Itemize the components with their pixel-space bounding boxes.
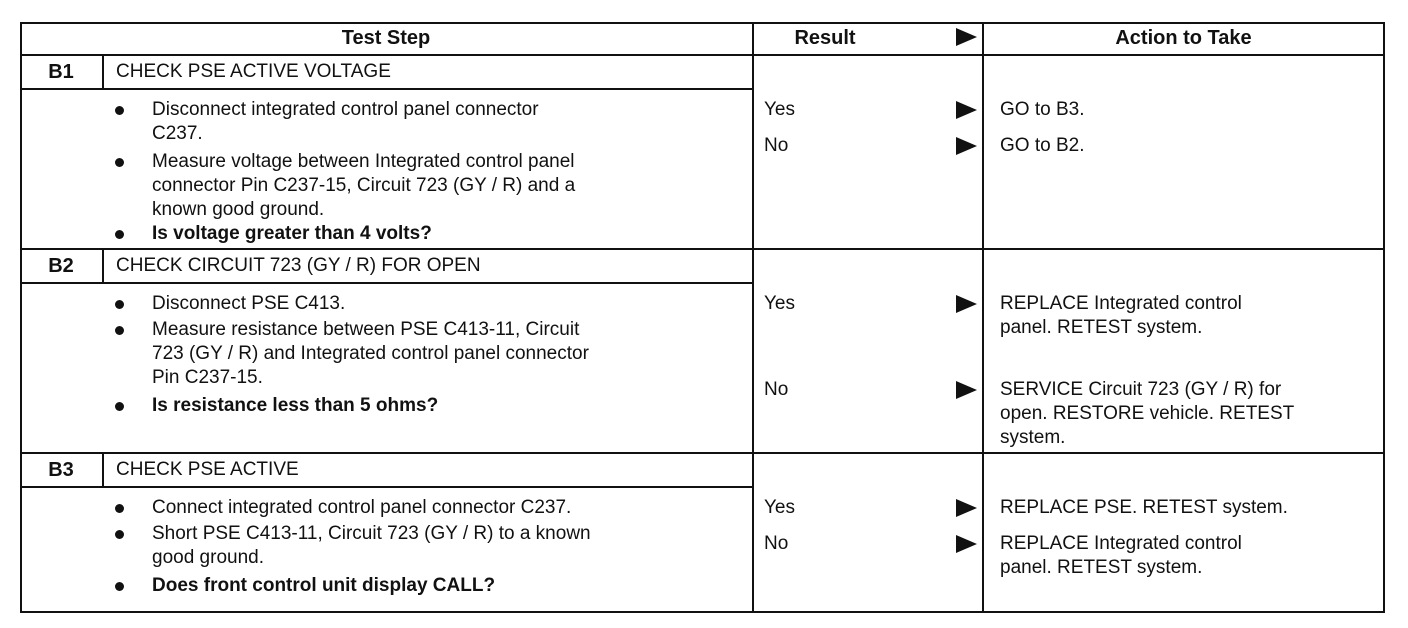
result-yes-b1: Yes — [764, 99, 795, 120]
bullet-dot-icon — [115, 402, 124, 411]
bullet-text-line: connector Pin C237-15, Circuit 723 (GY /… — [152, 175, 576, 196]
title-row-divider-b2 — [20, 282, 753, 284]
bullet-text-line: C237. — [152, 123, 203, 144]
bullet-dot-icon — [115, 582, 124, 591]
step-id-b2: B2 — [48, 255, 74, 277]
action-text-line: REPLACE PSE. RETEST system. — [1000, 497, 1288, 518]
bullet-dot-icon — [115, 230, 124, 239]
bullet-text-line: Short PSE C413-11, Circuit 723 (GY / R) … — [152, 523, 591, 544]
bullet-dot-icon — [115, 326, 124, 335]
action-text-line: panel. RETEST system. — [1000, 557, 1203, 578]
bullet-text-line: Pin C237-15. — [152, 367, 263, 388]
table-left-border — [20, 22, 22, 613]
bullet-dot-icon — [115, 158, 124, 167]
table-top-border — [20, 22, 1385, 24]
result-arrow-icon — [956, 381, 977, 399]
bullet-text-line: Connect integrated control panel connect… — [152, 497, 572, 518]
result-arrow-icon — [956, 499, 977, 517]
result-arrow-icon — [956, 137, 977, 155]
bullet-text-line: Does front control unit display CALL? — [152, 575, 496, 596]
section-divider-b1-b2 — [20, 248, 1385, 250]
action-text-line: GO to B3. — [1000, 99, 1085, 120]
bullet-text-line: Measure resistance between PSE C413-11, … — [152, 319, 580, 340]
action-text-line: system. — [1000, 427, 1066, 448]
action-column-divider — [982, 22, 984, 613]
header-result: Result — [794, 27, 856, 49]
section-divider-b2-b3 — [20, 452, 1385, 454]
result-no-b2: No — [764, 379, 789, 400]
step-title-b1: CHECK PSE ACTIVE VOLTAGE — [116, 61, 391, 82]
bullet-text-line: known good ground. — [152, 199, 325, 220]
title-row-divider-b3 — [20, 486, 753, 488]
table-bottom-border — [20, 611, 1385, 613]
bullet-dot-icon — [115, 106, 124, 115]
result-arrow-icon — [956, 295, 977, 313]
table-right-border — [1383, 22, 1385, 613]
result-column-divider — [752, 22, 754, 613]
step-id-divider-b2 — [102, 248, 104, 284]
header-arrow-icon — [956, 28, 977, 46]
result-yes-b3: Yes — [764, 497, 795, 518]
action-text-line: panel. RETEST system. — [1000, 317, 1203, 338]
result-arrow-icon — [956, 535, 977, 553]
bullet-dot-icon — [115, 504, 124, 513]
action-text-line: REPLACE Integrated control — [1000, 533, 1242, 554]
result-yes-b2: Yes — [764, 293, 795, 314]
bullet-text-line: Is resistance less than 5 ohms? — [152, 395, 439, 416]
action-text-line: GO to B2. — [1000, 135, 1085, 156]
step-id-divider-b1 — [102, 54, 104, 90]
header-test-step: Test Step — [341, 27, 431, 49]
bullet-text-line: Is voltage greater than 4 volts? — [152, 223, 432, 244]
bullet-text-line: Disconnect integrated control panel conn… — [152, 99, 539, 120]
action-text-line: SERVICE Circuit 723 (GY / R) for — [1000, 379, 1282, 400]
step-id-b1: B1 — [48, 61, 74, 83]
bullet-dot-icon — [115, 530, 124, 539]
step-title-b3: CHECK PSE ACTIVE — [116, 459, 299, 480]
bullet-text-line: 723 (GY / R) and Integrated control pane… — [152, 343, 589, 364]
action-text-line: open. RESTORE vehicle. RETEST — [1000, 403, 1295, 424]
action-text-line: REPLACE Integrated control — [1000, 293, 1242, 314]
title-row-divider-b1 — [20, 88, 753, 90]
header-bottom-border — [20, 54, 1385, 56]
bullet-dot-icon — [115, 300, 124, 309]
step-id-divider-b3 — [102, 452, 104, 488]
result-no-b3: No — [764, 533, 789, 554]
bullet-text-line: Measure voltage between Integrated contr… — [152, 151, 575, 172]
result-no-b1: No — [764, 135, 789, 156]
bullet-text-line: Disconnect PSE C413. — [152, 293, 346, 314]
header-action: Action to Take — [1115, 27, 1252, 49]
step-title-b2: CHECK CIRCUIT 723 (GY / R) FOR OPEN — [116, 255, 481, 276]
step-id-b3: B3 — [48, 459, 74, 481]
bullet-text-line: good ground. — [152, 547, 264, 568]
result-arrow-icon — [956, 101, 977, 119]
